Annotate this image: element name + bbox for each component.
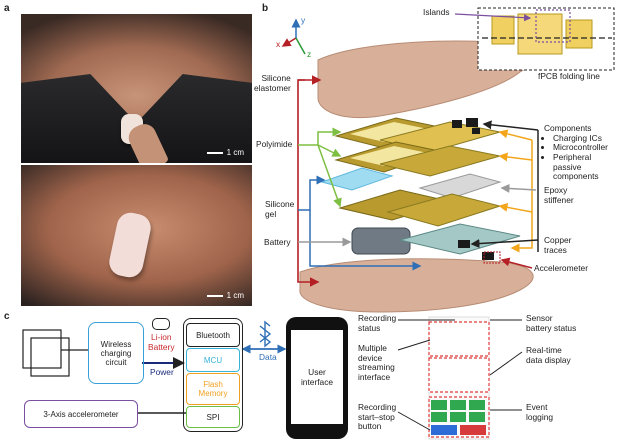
label-power: Power [150, 367, 174, 377]
label-islands: Islands [423, 7, 450, 17]
neck-photo-bottom: 1 cm [21, 165, 252, 306]
spi-box: SPI [186, 406, 240, 428]
component-item: Microcontroller [553, 143, 620, 153]
label-event-logging: Event logging [526, 402, 554, 422]
bluetooth-icon [259, 320, 272, 348]
label-user-interface: User interface [300, 367, 334, 387]
panel-label-c: c [4, 311, 10, 322]
bottom-elastomer-shell [299, 258, 534, 313]
component-item: Peripheral passive components [553, 152, 620, 182]
label-sensor-battery: Sensor battery status [526, 313, 577, 333]
label-battery: Battery [264, 237, 291, 247]
label-recording-button: Recording start–stop button [358, 402, 397, 432]
components-list: Charging ICs Microcontroller Peripheral … [544, 133, 620, 182]
mcu-box: MCU [186, 348, 240, 372]
axis-y-label: y [301, 15, 306, 25]
islands-inset [477, 7, 615, 71]
label-accelerometer: Accelerometer [534, 263, 588, 273]
component-item: Charging ICs [553, 133, 620, 144]
label-silicone-elastomer: Silicone elastomer [254, 73, 291, 93]
panel-label-b: b [262, 3, 269, 14]
label-fpcb-folding-line: fPCB folding line [538, 71, 600, 81]
label-liion-battery: Li-ion Battery [148, 332, 175, 352]
wireless-charging-box: Wireless charging circuit [88, 322, 144, 384]
bluetooth-box: Bluetooth [186, 323, 240, 347]
axis-z-label: z [307, 49, 312, 59]
battery-icon [152, 318, 170, 330]
components-title: Components [544, 123, 592, 133]
axis-triad [281, 18, 306, 55]
label-silicone-gel: Silicone gel [265, 199, 295, 219]
scale-bar-bottom: 1 cm [206, 291, 244, 300]
label-copper-traces: Copper traces [544, 235, 572, 255]
panel-label-a: a [4, 3, 10, 14]
scale-bar-top: 1 cm [206, 148, 244, 157]
label-recording-status: Recording status [358, 313, 397, 333]
label-realtime: Real-time data display [526, 345, 571, 365]
label-multiple-device: Multiple device streaming interface [358, 343, 395, 382]
main-board-box [183, 318, 243, 432]
label-epoxy-stiffener: Epoxy stiffener [544, 185, 574, 205]
label-components: Components Charging ICs Microcontroller … [544, 123, 620, 182]
coil-icon [22, 329, 88, 377]
neck-photo-top: 1 cm [21, 14, 252, 163]
label-polyimide: Polyimide [256, 139, 293, 149]
label-data: Data [259, 352, 277, 362]
accelerometer-box: 3-Axis accelerometer [24, 400, 138, 428]
chip-components [452, 118, 494, 260]
axis-x-label: x [276, 39, 281, 49]
flash-memory-box: Flash Memory [186, 373, 240, 405]
